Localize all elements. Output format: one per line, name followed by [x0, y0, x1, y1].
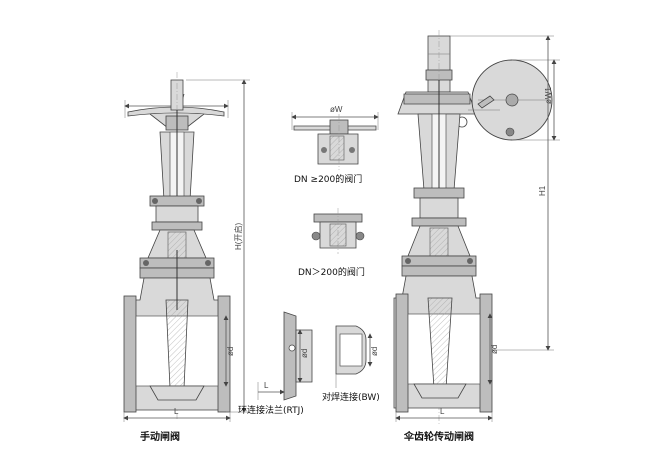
gear-gate-valve: øW1 H1 ød L 伞 [393, 30, 560, 443]
detail-dn-200: øW DN ≥200的阀门 [291, 105, 379, 185]
manual-caption: 手动闸阀 [140, 430, 180, 443]
detail-dn-over-200: DN＞200的阀门 [298, 208, 365, 278]
gear-height-label: H1 [538, 185, 547, 196]
rtj-bore-label: ød [300, 349, 309, 358]
gear-width-label: øW1 [544, 87, 553, 104]
small-caption-1: DN ≥200的阀门 [294, 173, 362, 185]
rtj-caption: 环连接法兰(RTJ) [238, 404, 304, 416]
small-width-label: øW [330, 105, 343, 114]
manual-gate-valve: øW [123, 72, 250, 443]
bw-caption: 对焊连接(BW) [322, 391, 380, 403]
small-caption-2: DN＞200的阀门 [298, 266, 365, 278]
gear-bore-label: ød [490, 345, 499, 354]
manual-bore-label: ød [226, 347, 235, 356]
bw-detail: ød 对焊连接(BW) [322, 325, 380, 403]
manual-height-label: H(开启) [233, 223, 243, 250]
bw-bore-label: ød [370, 347, 379, 356]
gear-length-label: L [440, 407, 445, 416]
rtj-length-label: L [264, 381, 269, 390]
rtj-detail: ød L 环连接法兰(RTJ) [238, 311, 313, 416]
gear-caption: 伞齿轮传动闸阀 [403, 430, 474, 443]
manual-length-label: L [174, 407, 179, 416]
